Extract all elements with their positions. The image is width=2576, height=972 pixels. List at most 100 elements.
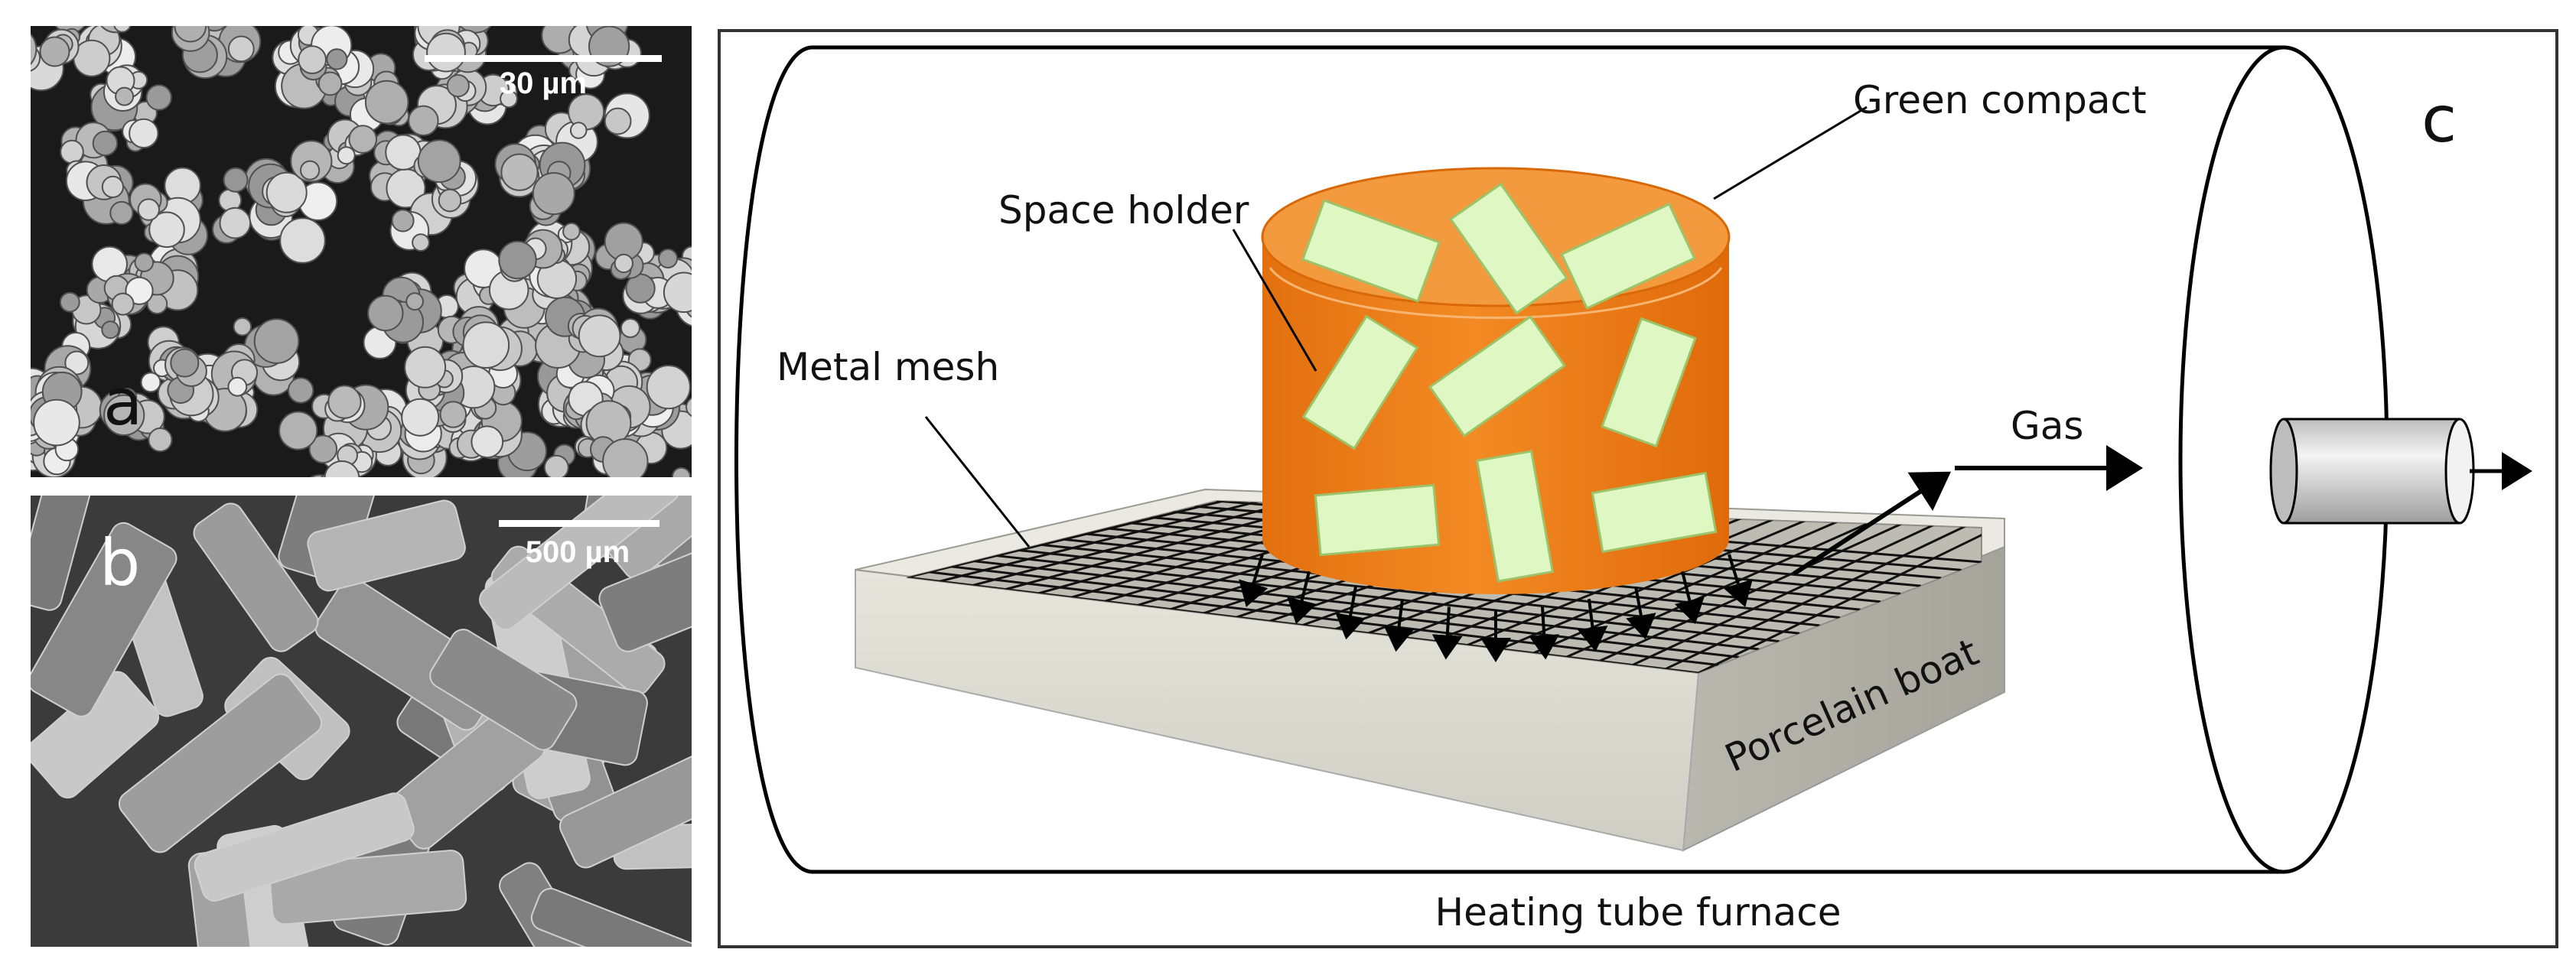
powder-particle <box>672 466 691 477</box>
powder-particle <box>253 318 300 364</box>
powder-particle <box>227 376 248 397</box>
powder-particle <box>405 292 424 311</box>
gas-arrow <box>1723 554 1753 607</box>
powder-particle <box>327 385 362 419</box>
powder-particle <box>543 454 569 477</box>
powder-particle <box>278 411 318 450</box>
powder-particle <box>115 86 135 106</box>
panel-c-schematic: Green compact Space holder Metal mesh Ga… <box>718 29 2558 948</box>
mesh-wire <box>1017 548 1800 635</box>
crystal-particle <box>559 740 692 869</box>
space-holder-particle <box>1591 471 1718 554</box>
powder-particle <box>101 320 120 340</box>
powder-particle <box>500 153 539 191</box>
powder-particle <box>125 276 154 305</box>
panel-b-scale-label: 500 µm <box>526 535 630 569</box>
powder-particle <box>111 292 135 316</box>
crystal-particle <box>307 499 466 592</box>
furnace-left-end <box>734 45 812 874</box>
powder-particle <box>11 429 30 448</box>
powder-particle <box>459 26 492 34</box>
crystal-particle <box>530 888 692 947</box>
powder-particle <box>170 348 200 378</box>
powder-particle <box>532 172 575 216</box>
label-space-holder: Space holder <box>998 188 1249 232</box>
crystal-particle <box>278 496 391 584</box>
mesh-wire <box>907 501 1240 579</box>
powder-particle <box>438 188 462 213</box>
gas-arrow <box>1431 606 1463 660</box>
powder-particle <box>31 422 35 447</box>
powder-particle <box>265 171 308 213</box>
gas-arrow <box>1287 571 1317 625</box>
powder-particle <box>287 377 314 404</box>
powder-particle <box>417 139 461 184</box>
powder-particle <box>101 175 124 198</box>
gas-arrow <box>1674 571 1705 625</box>
crystal-particle <box>194 792 415 902</box>
powder-particle <box>298 45 327 74</box>
space-holder-particle <box>1560 202 1696 310</box>
gas-arrow <box>1577 599 1608 652</box>
powder-particle <box>569 122 588 139</box>
powder-particle <box>59 291 80 313</box>
powder-particle <box>145 84 172 111</box>
mesh-wire <box>939 501 1272 583</box>
crystal-particle <box>596 496 692 580</box>
panel-a-scale-label: 30 µm <box>500 67 587 100</box>
powder-particle <box>223 167 249 193</box>
powder-particle <box>318 71 343 96</box>
space-holder-particle <box>1601 317 1697 448</box>
powder-particle <box>364 80 409 125</box>
gas-arrow <box>1626 586 1656 640</box>
panel-c-letter: c <box>2421 82 2457 157</box>
powder-particle <box>113 26 132 33</box>
powder-particle <box>174 26 207 43</box>
powder-particle <box>54 26 86 34</box>
space-holder-particles <box>1301 182 1718 583</box>
powder-particle <box>337 146 356 165</box>
space-holder-particle <box>1301 314 1419 450</box>
powder-particle <box>103 394 145 437</box>
powder-particle <box>404 346 447 388</box>
powder-particle <box>227 35 255 63</box>
outlet-pipe <box>2269 418 2475 525</box>
crystal-particle <box>429 629 578 751</box>
panel-a-sem-image <box>11 26 692 477</box>
label-heating-tube-furnace: Heating tube furnace <box>1435 890 1841 935</box>
gas-flow-arrows <box>1239 554 1753 662</box>
space-holder-particle <box>1449 182 1568 315</box>
powder-particle <box>471 425 504 459</box>
powder-particle <box>604 107 632 135</box>
powder-particle <box>60 139 84 164</box>
panel-a-letter: a <box>103 365 142 440</box>
metal-mesh-leader <box>924 416 1031 548</box>
powder-particle <box>578 314 621 358</box>
powder-particle <box>646 365 691 410</box>
space-holder-particle <box>1314 483 1441 557</box>
powder-particle <box>134 252 155 272</box>
furnace-tube-outline <box>811 45 2284 874</box>
powder-particle <box>324 460 360 477</box>
powder-particle <box>620 318 640 338</box>
powder-particle <box>300 160 321 180</box>
crystal-particle <box>31 522 177 717</box>
powder-particle <box>426 32 466 73</box>
powder-particle <box>279 217 326 264</box>
powder-particle <box>439 401 467 428</box>
powder-particle <box>562 222 581 241</box>
panel-b-letter: b <box>99 525 140 600</box>
crystal-particle <box>598 538 692 652</box>
powder-particle <box>348 125 378 154</box>
label-gas: Gas <box>2011 404 2083 448</box>
label-green-compact: Green compact <box>1853 78 2147 122</box>
gas-arrow <box>1335 586 1366 640</box>
crystal-particle <box>31 496 106 611</box>
powder-particle <box>663 271 692 314</box>
powder-particle <box>686 397 692 418</box>
crystal-particle <box>118 673 323 853</box>
powder-particle <box>33 398 80 447</box>
powder-particle <box>219 206 252 239</box>
gas-arrow <box>1529 606 1560 660</box>
